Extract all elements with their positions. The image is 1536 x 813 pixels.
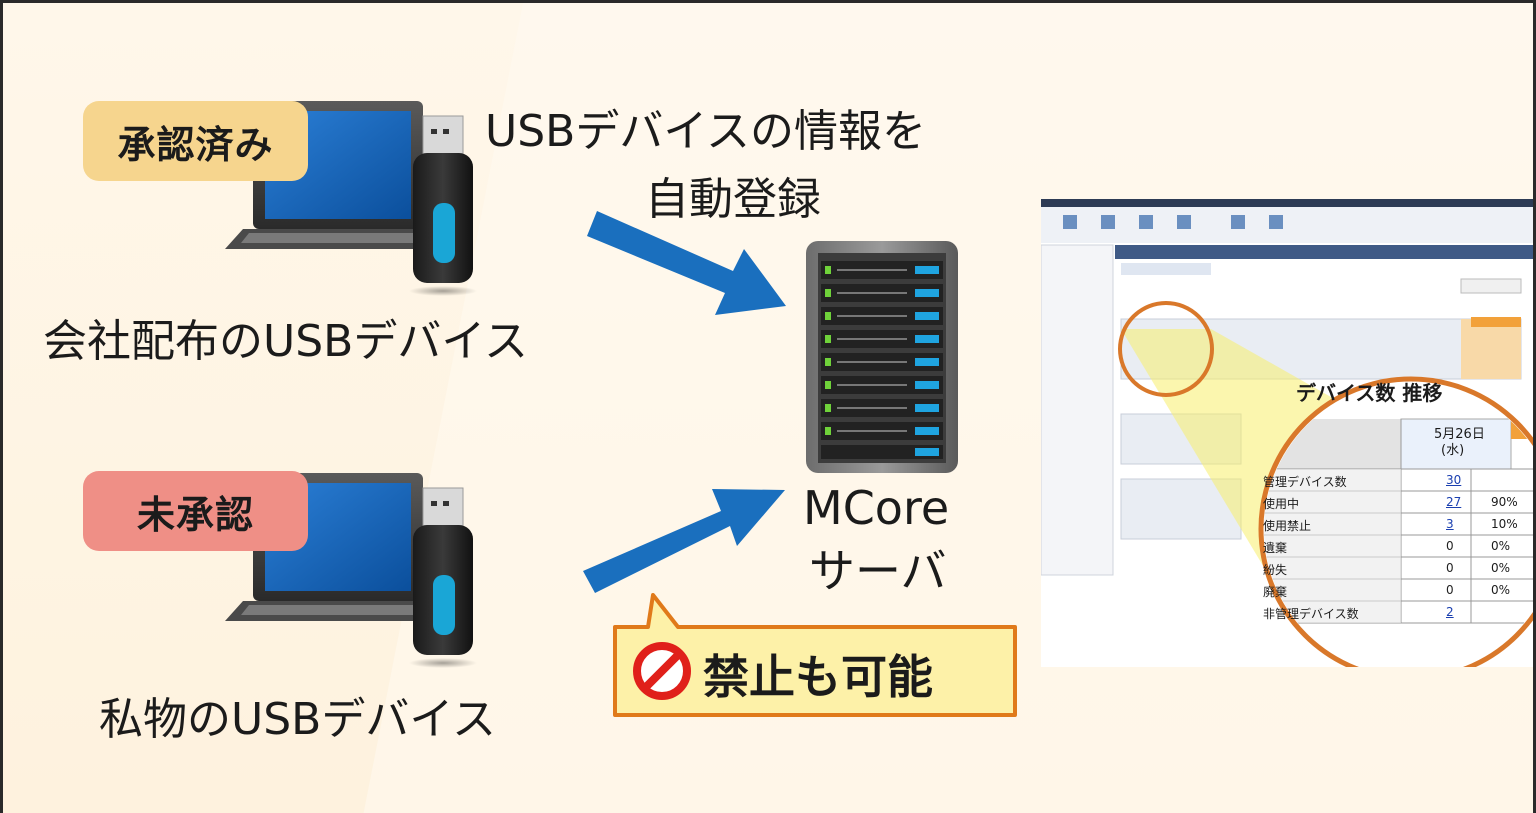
screenshot-row-count: 27 [1446, 495, 1462, 509]
company-device-label: 会社配布のUSBデバイス [43, 316, 528, 367]
screenshot-date-line2: (水) [1441, 443, 1465, 458]
usb-stick-icon-approved [409, 115, 477, 296]
prohibited-icon [633, 642, 691, 700]
screenshot-row-pct: 90% [1491, 495, 1518, 509]
approved-badge: 承認済み [83, 101, 308, 181]
screenshot-row-label: 非管理デバイス数 [1263, 607, 1359, 621]
unapproved-badge: 未承認 [83, 471, 308, 551]
screenshot-row-label: 廃棄 [1263, 585, 1288, 599]
screenshot-row-label: 紛失 [1263, 563, 1288, 577]
screenshot-row-label: 管理デバイス数 [1263, 475, 1347, 489]
screenshot-row-count: 2 [1446, 605, 1454, 619]
auto-register-text-line2: 自動登録 [645, 174, 821, 225]
screenshot-row-count: 30 [1446, 473, 1462, 487]
arrow-auto-register [587, 211, 786, 315]
screenshot-row-count: 0 [1446, 583, 1454, 597]
screenshot-row-pct: 0% [1491, 583, 1511, 597]
screenshot-row-count: 0 [1446, 539, 1454, 553]
screenshot-row-label: 使用禁止 [1263, 519, 1312, 533]
screenshot-row-label: 遺棄 [1263, 541, 1288, 555]
screenshot-row-pct: 10% [1491, 517, 1518, 531]
personal-device-label: 私物のUSBデバイス [99, 694, 496, 745]
server-label-line2: サーバ [809, 544, 947, 598]
server-rack-icon [806, 241, 958, 473]
approved-badge-label: 承認済み [117, 122, 274, 167]
screenshot-row-label: 使用中 [1263, 497, 1300, 511]
usb-stick-icon-unapproved [409, 487, 477, 668]
server-label-line1: MCore [803, 481, 950, 535]
prohibit-callout-label: 禁止も可能 [703, 650, 933, 704]
screenshot-date-line1: 5月26日 [1434, 427, 1485, 442]
screenshot-row-pct: 0% [1491, 539, 1511, 553]
auto-register-text-line1: USBデバイスの情報を [485, 106, 926, 157]
screenshot-title: デバイス数 推移 [1296, 381, 1443, 405]
arrow-unapproved [583, 489, 785, 593]
screenshot-row-count: 0 [1446, 561, 1454, 575]
unapproved-badge-label: 未承認 [136, 492, 254, 537]
prohibit-callout-bubble [613, 593, 1017, 717]
screenshot-canvas [1040, 199, 1533, 682]
screenshot-row-count: 3 [1446, 517, 1454, 531]
screenshot-row-pct: 0% [1491, 561, 1511, 575]
